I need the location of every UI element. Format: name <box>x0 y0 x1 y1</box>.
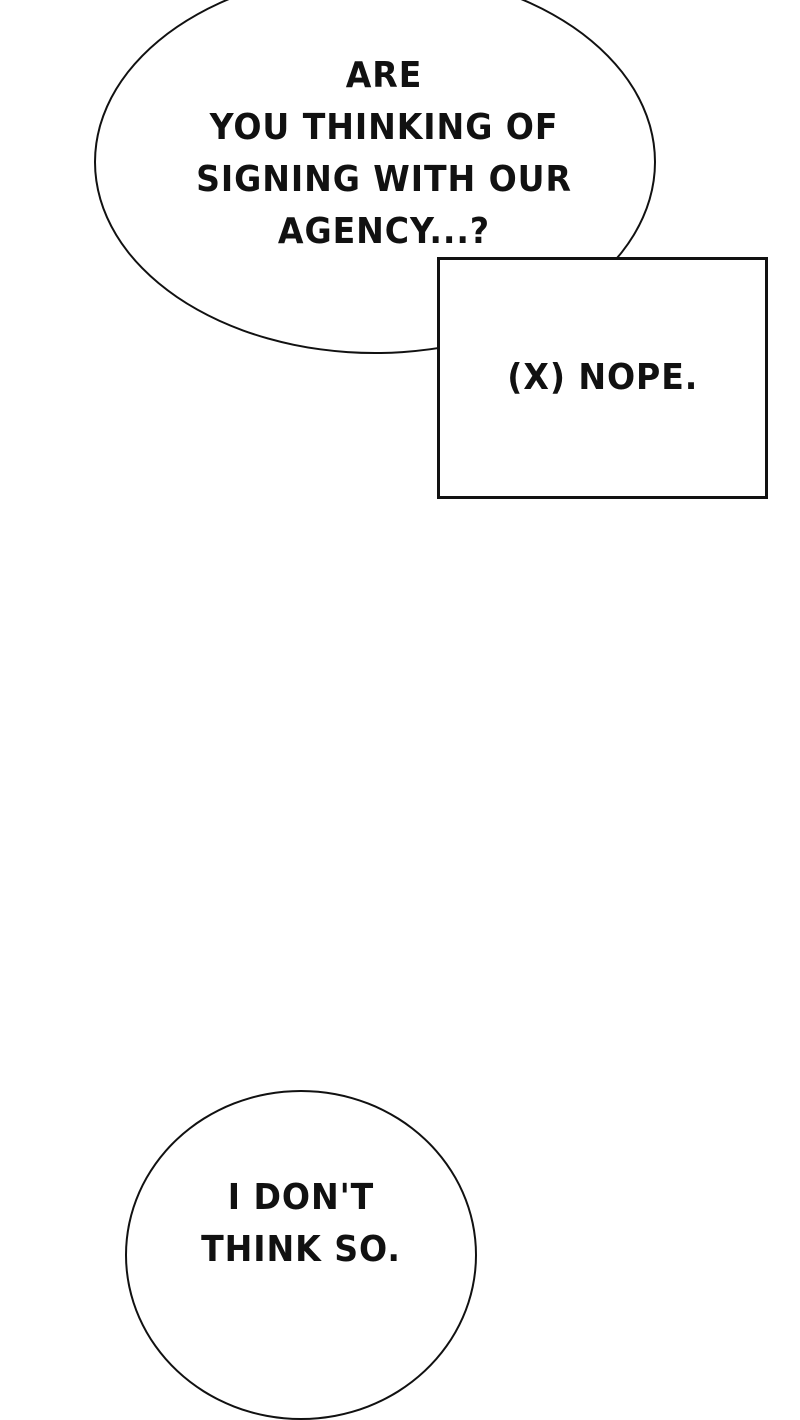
bubble-line: ARE <box>345 55 423 96</box>
caption-box: (X) NOPE. <box>437 257 768 499</box>
speech-bubble-bottom-text: I DON'T THINK SO. <box>163 1172 439 1276</box>
bubble-line: SIGNING WITH OUR <box>196 159 572 200</box>
bubble-line: I DON'T <box>227 1177 375 1218</box>
caption-text: (X) NOPE. <box>507 357 698 398</box>
bubble-line: YOU THINKING OF <box>209 107 559 148</box>
bubble-line: AGENCY...? <box>277 211 491 252</box>
bubble-line: THINK SO. <box>201 1229 401 1270</box>
speech-bubble-top-text: ARE YOU THINKING OF SIGNING WITH OUR AGE… <box>154 50 614 258</box>
